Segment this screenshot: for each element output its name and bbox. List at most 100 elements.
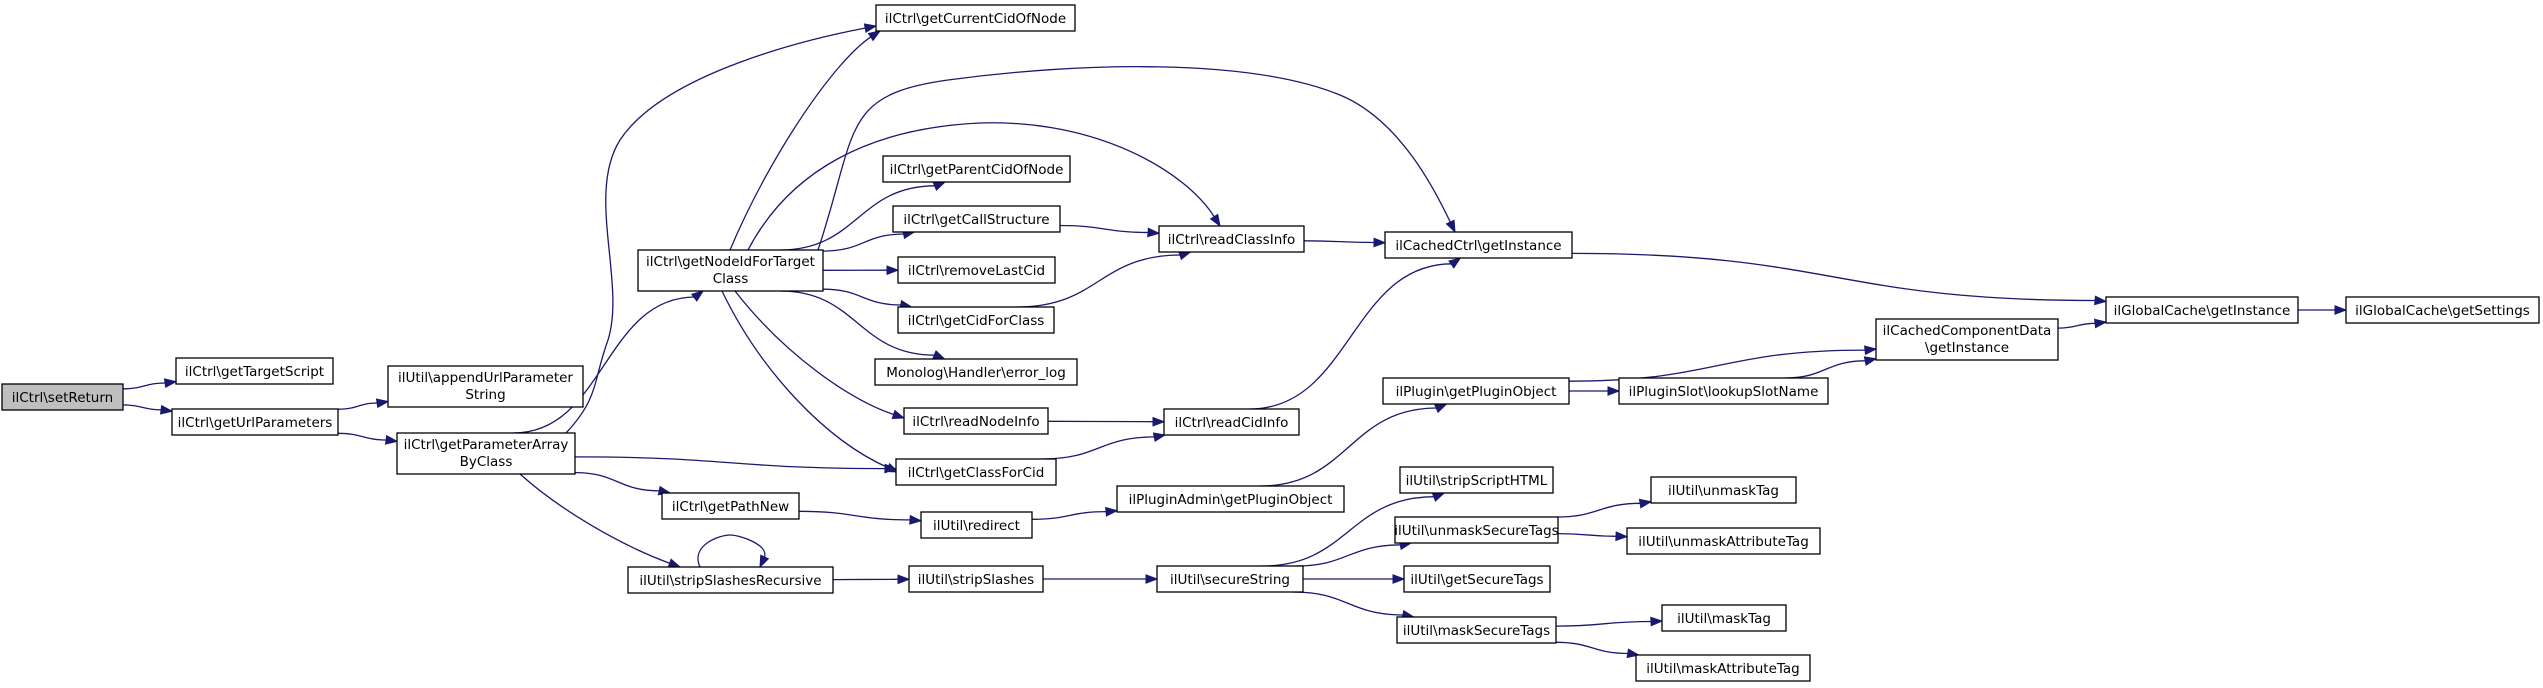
edge-line bbox=[822, 233, 905, 252]
edge-arrowhead bbox=[1864, 345, 1878, 356]
node-getPathNew[interactable]: ilCtrl\getPathNew bbox=[661, 492, 800, 520]
edge-line bbox=[1303, 240, 1376, 244]
node-stripSlashes[interactable]: ilUtil\stripSlashes bbox=[908, 565, 1044, 593]
node-label: ilUtil\unmaskSecureTags bbox=[1394, 523, 1558, 539]
edge-unmaskSecureTags-to-unmaskTag bbox=[1556, 498, 1653, 518]
node-cachedCtrlGetInstance[interactable]: ilCachedCtrl\getInstance bbox=[1384, 231, 1573, 259]
edge-arrowhead bbox=[886, 265, 900, 276]
node-getSecureTags[interactable]: ilUtil\getSecureTags bbox=[1403, 565, 1551, 593]
node-removeLastCid[interactable]: ilCtrl\removeLastCid bbox=[897, 256, 1056, 284]
edge-line bbox=[1556, 502, 1642, 518]
node-box bbox=[1396, 616, 1557, 644]
node-unmaskAttributeTag[interactable]: ilUtil\unmaskAttributeTag bbox=[1626, 527, 1821, 555]
node-box bbox=[1, 383, 124, 411]
node-label: ilUtil\stripSlashesRecursive bbox=[639, 573, 821, 589]
node-redirect[interactable]: ilUtil\redirect bbox=[920, 511, 1033, 539]
node-label: ilCachedComponentData bbox=[1883, 323, 2052, 339]
node-label: ilCtrl\setReturn bbox=[12, 390, 114, 406]
node-box bbox=[1875, 318, 2059, 361]
node-getCurrentCidOfNode[interactable]: ilCtrl\getCurrentCidOfNode bbox=[875, 4, 1076, 32]
node-cachedComponentData[interactable]: ilCachedComponentData\getInstance bbox=[1875, 318, 2059, 361]
node-label: String bbox=[465, 387, 505, 403]
edge-arrowhead bbox=[1607, 386, 1621, 396]
node-box bbox=[875, 4, 1076, 32]
node-setReturn[interactable]: ilCtrl\setReturn bbox=[1, 383, 124, 411]
edge-stripSlashesRecursive-to-stripSlashesRecursive bbox=[697, 534, 770, 569]
node-unmaskTag[interactable]: ilUtil\unmaskTag bbox=[1650, 476, 1797, 504]
node-box bbox=[1650, 476, 1797, 504]
edge-line bbox=[697, 534, 766, 568]
node-globalCacheGetInstance[interactable]: ilGlobalCache\getInstance bbox=[2105, 296, 2299, 324]
node-error_log[interactable]: Monolog\Handler\error_log bbox=[874, 358, 1078, 386]
edge-getParameterArrayByClass-to-stripSlashesRecursive bbox=[519, 473, 682, 568]
node-readClassInfo[interactable]: ilCtrl\readClassInfo bbox=[1158, 225, 1305, 253]
edge-getUrlParameters-to-appendUrlParameterString bbox=[337, 398, 390, 410]
node-label: ilUtil\maskSecureTags bbox=[1403, 623, 1550, 639]
edge-arrowhead bbox=[1431, 492, 1446, 502]
node-stripSlashesRecursive[interactable]: ilUtil\stripSlashesRecursive bbox=[627, 566, 834, 594]
edge-line bbox=[1249, 263, 1453, 410]
node-label: ilUtil\redirect bbox=[933, 518, 1020, 534]
edge-arrowhead bbox=[1209, 213, 1221, 228]
edge-arrowhead bbox=[2093, 318, 2108, 329]
node-getClassForCid[interactable]: ilCtrl\getClassForCid bbox=[895, 458, 1057, 486]
edge-arrowhead bbox=[1145, 574, 1159, 584]
node-maskTag[interactable]: ilUtil\maskTag bbox=[1661, 604, 1787, 632]
edge-arrowhead bbox=[1152, 432, 1167, 443]
node-box bbox=[897, 306, 1055, 334]
node-getParentCidOfNode[interactable]: ilCtrl\getParentCidOfNode bbox=[882, 155, 1071, 183]
edge-getParameterArrayByClass-to-getPathNew bbox=[574, 471, 672, 496]
edge-arrowhead bbox=[1152, 416, 1166, 427]
edge-secureString-to-stripScriptHTML bbox=[1262, 492, 1446, 567]
node-getCallStructure[interactable]: ilCtrl\getCallStructure bbox=[892, 205, 1061, 233]
node-getPluginObjectAdmin[interactable]: ilPluginAdmin\getPluginObject bbox=[1116, 485, 1345, 513]
node-getUrlParameters[interactable]: ilCtrl\getUrlParameters bbox=[171, 408, 339, 436]
node-unmaskSecureTags[interactable]: ilUtil\unmaskSecureTags bbox=[1394, 516, 1559, 544]
node-box bbox=[1403, 565, 1551, 593]
edge-cachedComponentData-to-globalCacheGetInstance bbox=[2057, 318, 2108, 329]
node-secureString[interactable]: ilUtil\secureString bbox=[1156, 565, 1304, 593]
node-readNodeInfo[interactable]: ilCtrl\readNodeInfo bbox=[903, 407, 1049, 435]
node-readCidInfo[interactable]: ilCtrl\readCidInfo bbox=[1163, 408, 1300, 436]
edge-arrowhead bbox=[885, 462, 900, 473]
node-stripScriptHTML[interactable]: ilUtil\stripScriptHTML bbox=[1399, 466, 1554, 494]
node-label: ilCtrl\removeLastCid bbox=[908, 263, 1045, 279]
node-pluginGetPluginObject[interactable]: ilPlugin\getPluginObject bbox=[1382, 377, 1570, 405]
edge-arrowhead bbox=[375, 398, 390, 409]
edge-line bbox=[1059, 224, 1150, 234]
edge-getClassForCid-to-readCidInfo bbox=[1042, 432, 1167, 460]
edge-line bbox=[817, 66, 1452, 251]
edge-getNodeIdForTargetClass-to-getCurrentCidOfNode bbox=[729, 30, 882, 251]
node-label: ilCtrl\readNodeInfo bbox=[912, 414, 1039, 430]
node-getCidForClass[interactable]: ilCtrl\getCidForClass bbox=[897, 306, 1055, 334]
node-label: ilCtrl\getParentCidOfNode bbox=[890, 162, 1064, 178]
edge-line bbox=[1016, 254, 1182, 308]
edge-arrowhead bbox=[1650, 616, 1664, 627]
edge-getNodeIdForTargetClass-to-readNodeInfo bbox=[734, 290, 906, 420]
node-box bbox=[171, 408, 339, 436]
edge-getNodeIdForTargetClass-to-getCidForClass bbox=[822, 288, 913, 310]
edge-arrowhead bbox=[1433, 403, 1448, 414]
edge-arrowhead bbox=[891, 409, 906, 420]
node-box bbox=[903, 407, 1049, 435]
edge-getNodeIdForTargetClass-to-cachedCtrlGetInstance bbox=[817, 66, 1456, 251]
node-maskAttributeTag[interactable]: ilUtil\maskAttributeTag bbox=[1635, 654, 1811, 682]
node-getTargetScript[interactable]: ilCtrl\getTargetScript bbox=[175, 357, 334, 385]
node-getSettings[interactable]: ilGlobalCache\getSettings bbox=[2345, 296, 2540, 324]
node-box bbox=[874, 358, 1078, 386]
node-lookupSlotName[interactable]: ilPluginSlot\lookupSlotName bbox=[1618, 377, 1829, 405]
edge-cachedCtrlGetInstance-to-globalCacheGetInstance bbox=[1571, 252, 2108, 306]
node-label: ilCtrl\getTargetScript bbox=[185, 364, 324, 380]
edge-line bbox=[822, 288, 902, 306]
node-box bbox=[1156, 565, 1304, 593]
edge-line bbox=[721, 290, 890, 469]
edge-getPathNew-to-redirect bbox=[798, 510, 923, 525]
edge-line bbox=[337, 402, 379, 410]
edge-getUrlParameters-to-getParameterArrayByClass bbox=[337, 432, 399, 445]
node-maskSecureTags[interactable]: ilUtil\maskSecureTags bbox=[1396, 616, 1557, 644]
node-label: ilCachedCtrl\getInstance bbox=[1395, 238, 1561, 254]
edge-line bbox=[1784, 360, 1867, 379]
